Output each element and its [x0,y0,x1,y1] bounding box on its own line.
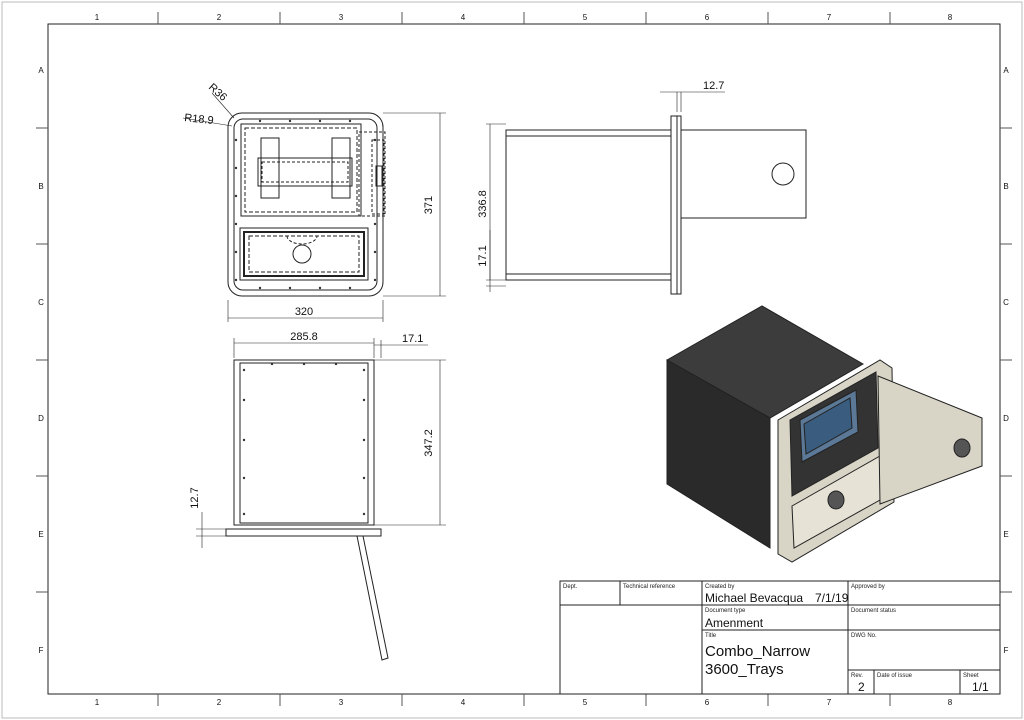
zone-row-a: A [38,66,44,75]
zone-row-a-right: A [1003,66,1009,75]
dim-17-1-side: 17.1 [477,245,489,266]
zone-labels-bottom: 1 2 3 4 5 6 7 8 [95,698,953,707]
tb-doctype-value: Amenment [705,616,764,630]
zone-col-5: 5 [583,13,588,22]
dim-r36: R36 [206,81,229,103]
zone-row-b-right: B [1003,182,1008,191]
tb-sheet-value: 1/1 [972,680,989,694]
iso-body-side [666,359,771,549]
zone-col-3: 3 [339,13,344,22]
tb-created-date: 7/1/19 [815,591,849,605]
dim-320: 320 [295,306,313,318]
tb-title-label: Title [705,633,717,639]
upper-compartment [240,123,362,217]
tb-sheet-label: Sheet [963,673,979,679]
dim-12-7-top: 12.7 [703,80,724,92]
zone-row-c-right: C [1003,298,1009,307]
zone-col-8: 8 [948,13,953,22]
tb-rev-value: 2 [858,680,865,694]
side-view [486,91,807,295]
side-body [505,129,672,281]
zone-col-1-bottom: 1 [95,698,100,707]
lower-tray [239,227,369,281]
zone-col-2-bottom: 2 [217,698,222,707]
zone-labels-left: A B C D E F [38,66,44,655]
tb-title-line1: Combo_Narrow [705,643,810,660]
tb-issue-label: Date of issue [877,673,913,679]
door-finger-hole [771,162,795,186]
zone-row-f: F [39,646,44,655]
front-flange [227,112,384,297]
tb-approved-label: Approved by [851,584,885,590]
zone-col-3-bottom: 3 [339,698,344,707]
zone-row-d-right: D [1003,414,1009,423]
zone-row-c: C [38,298,44,307]
open-door-edge [356,535,389,661]
zone-col-6: 6 [705,13,710,22]
front-flange-inner [233,118,378,291]
tb-dwgno-label: DWG No. [851,633,877,639]
tray-finger-hole [292,244,312,264]
tb-docstatus-label: Document status [851,608,896,614]
front-view [182,92,446,322]
zone-row-f-right: F [1004,646,1009,655]
iso-door-hole [953,438,971,458]
title-block [559,580,1001,695]
zone-col-4: 4 [461,13,466,22]
tb-created-value: Michael Bevacqua [705,591,803,605]
zone-row-b: B [38,182,43,191]
tb-title-line2: 3600_Trays [705,661,784,678]
tb-created-label: Created by [705,584,734,590]
zone-col-5-bottom: 5 [583,698,588,707]
side-flange [670,115,678,295]
zone-labels-top: 1 2 3 4 5 6 7 8 [95,13,953,22]
tb-rev-label: Rev. [851,673,863,679]
zone-ticks [36,12,1012,706]
top-body [233,359,375,526]
zone-col-6-bottom: 6 [705,698,710,707]
zone-col-8-bottom: 8 [948,698,953,707]
iso-open-door [877,375,983,505]
top-flange [225,528,382,537]
zone-col-7-bottom: 7 [827,698,832,707]
zone-col-4-bottom: 4 [461,698,466,707]
side-door [680,129,807,219]
zone-col-1: 1 [95,13,100,22]
isometric-view [665,305,983,563]
dim-336-8: 336.8 [477,190,489,218]
dim-285-8: 285.8 [290,331,318,343]
tb-techref-label: Technical reference [623,584,676,590]
tb-doctype-label: Document type [705,608,746,614]
top-view [196,338,446,661]
tb-dept-label: Dept. [563,584,578,590]
zone-row-e: E [38,530,43,539]
dim-r18-9: R18.9 [184,112,214,127]
zone-col-2: 2 [217,13,222,22]
zone-labels-right: A B C D E F [1003,66,1009,655]
dim-17-1-bottom: 17.1 [402,333,423,345]
zone-row-d: D [38,414,44,423]
zone-row-e-right: E [1003,530,1008,539]
dim-371: 371 [423,196,435,214]
zone-col-7: 7 [827,13,832,22]
dim-12-7-left: 12.7 [189,487,201,508]
dim-347-2: 347.2 [423,429,435,457]
iso-drawer-hole [827,490,845,510]
